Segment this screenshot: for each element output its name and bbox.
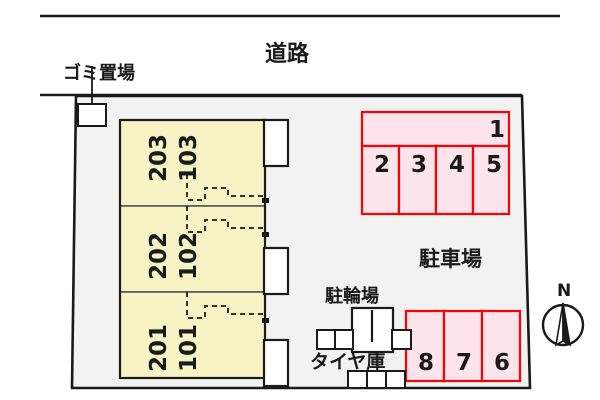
parking-space-8[interactable] xyxy=(404,309,446,383)
bicycle-parking-label: 駐輪場 xyxy=(325,286,379,307)
parking-number-1: 1 xyxy=(489,117,506,143)
bicycle-parking-group[interactable] xyxy=(350,306,395,354)
parking-number-8: 8 xyxy=(418,350,435,376)
meter-tick-1 xyxy=(262,198,269,203)
tire-locker-2[interactable] xyxy=(334,329,354,350)
tire-locker-6[interactable] xyxy=(385,370,406,389)
parking-space-1[interactable] xyxy=(360,110,511,148)
road-label: 道路 xyxy=(265,42,310,67)
unit-label-203: 203 xyxy=(146,133,172,182)
entrance-stair-203[interactable] xyxy=(262,118,290,168)
entrance-stair-202[interactable] xyxy=(262,246,290,296)
meter-tick-3 xyxy=(262,318,269,323)
compass-rose xyxy=(541,302,585,347)
tire-storage-label: タイヤ庫 xyxy=(310,351,386,373)
parking-number-4: 4 xyxy=(449,152,466,178)
unit-label-201: 201 xyxy=(146,323,172,372)
unit-201-101[interactable] xyxy=(119,291,266,379)
trash-area-box[interactable] xyxy=(77,103,107,127)
parking-block-south xyxy=(404,309,522,383)
parking-number-2: 2 xyxy=(374,152,391,178)
unit-label-103: 103 xyxy=(176,133,202,182)
parking-lot-label: 駐車場 xyxy=(419,247,482,271)
compass-needle-east xyxy=(562,302,572,347)
trash-area-label: ゴミ置場 xyxy=(63,63,135,84)
unit-interior-dashed-guides xyxy=(186,174,265,319)
parking-number-5: 5 xyxy=(486,152,503,178)
unit-label-102: 102 xyxy=(176,231,202,280)
parking-number-7: 7 xyxy=(456,350,473,376)
parking-space-6[interactable] xyxy=(480,309,522,383)
parking-space-3[interactable] xyxy=(397,144,438,216)
parking-number-3: 3 xyxy=(411,152,428,178)
parking-number-6: 6 xyxy=(494,350,511,376)
north-label: N xyxy=(557,281,572,301)
parking-space-2[interactable] xyxy=(360,144,401,216)
unit-label-202: 202 xyxy=(146,231,172,280)
tire-locker-3[interactable] xyxy=(391,329,412,350)
parking-block-north xyxy=(360,110,511,216)
entrance-stair-201[interactable] xyxy=(262,338,290,388)
unit-202-102[interactable] xyxy=(119,205,266,293)
parking-space-7[interactable] xyxy=(442,309,484,383)
tire-storage-group[interactable] xyxy=(316,329,412,389)
meter-tick-2 xyxy=(262,232,269,237)
apartment-building xyxy=(118,118,290,388)
parking-space-5[interactable] xyxy=(471,144,511,216)
trash-area-group[interactable] xyxy=(77,66,107,127)
unit-label-101: 101 xyxy=(176,323,202,372)
